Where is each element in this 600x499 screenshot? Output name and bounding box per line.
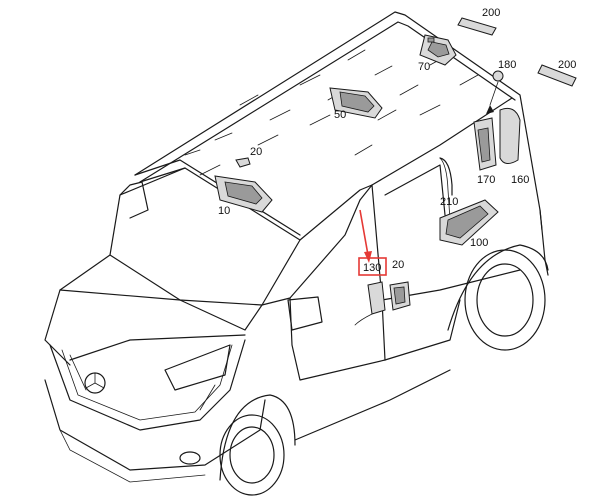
part-170-side-bracket[interactable] [473, 117, 497, 171]
callout-20-top: 20 [250, 146, 262, 158]
part-20-clip-door[interactable] [389, 281, 411, 311]
callout-100: 100 [470, 237, 488, 249]
part-180-cap[interactable] [492, 70, 504, 82]
callout-200-right: 200 [558, 59, 576, 71]
callout-200-top: 200 [482, 7, 500, 19]
part-20-clip-top[interactable] [235, 157, 251, 168]
callout-210: 210 [440, 196, 458, 208]
callout-180: 180 [498, 59, 516, 71]
part-200-right-lens[interactable] [537, 64, 577, 87]
highlight-arrow [359, 209, 372, 263]
part-160-side-lens[interactable] [499, 107, 521, 164]
part-50-interior-light[interactable] [329, 87, 383, 119]
callout-170: 170 [477, 174, 495, 186]
callout-10: 10 [218, 205, 230, 217]
part-130-door-switch[interactable] [354, 281, 386, 326]
callout-50: 50 [334, 109, 346, 121]
callout-70: 70 [418, 61, 430, 73]
van-body-outline [44, 11, 549, 496]
part-200-top-lens[interactable] [457, 17, 497, 36]
part-100-door-lamp[interactable] [439, 199, 499, 246]
roof-ribs [184, 49, 479, 176]
callout-130: 130 [363, 262, 381, 274]
part-10-front-lamp[interactable] [214, 175, 273, 213]
callout-130-highlight-box [358, 257, 387, 276]
callout-160: 160 [511, 174, 529, 186]
part-210-seal[interactable] [439, 157, 453, 196]
callout-20-door: 20 [392, 259, 404, 271]
part-70-overhead-lamp[interactable] [419, 34, 457, 66]
leader-lines [486, 81, 499, 114]
